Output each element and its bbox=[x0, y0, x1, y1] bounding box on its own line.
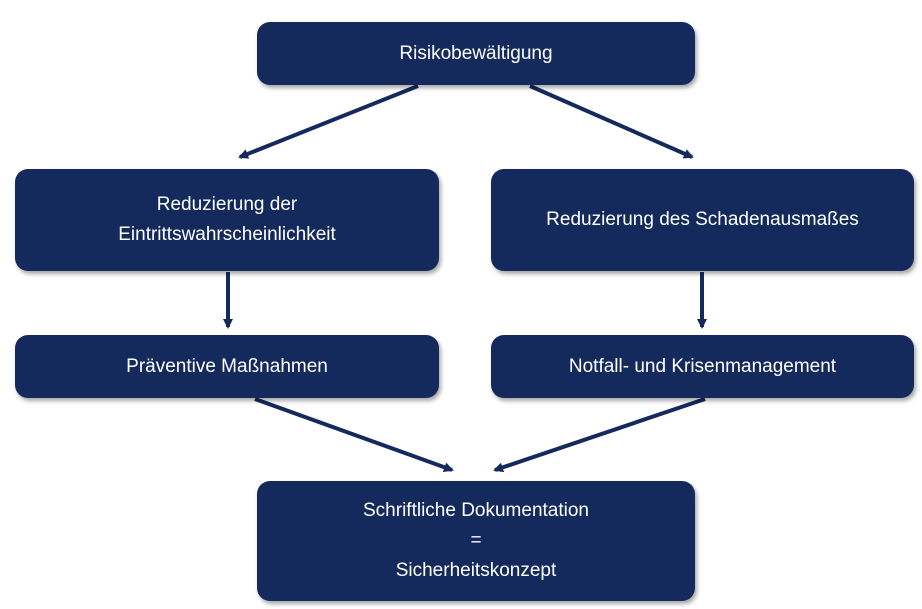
arrow-top-to-right1 bbox=[529, 84, 694, 159]
arrow-left2-to-bottom bbox=[254, 397, 454, 472]
node-label-line3: Sicherheitskonzept bbox=[395, 560, 557, 581]
node-label-line1: Reduzierung der bbox=[156, 194, 298, 215]
node-reduzierung-eintrittswahrscheinlichkeit: Reduzierung der Eintrittswahrscheinlichk… bbox=[15, 169, 439, 271]
node-sicherheitskonzept: Schriftliche Dokumentation = Sicherheits… bbox=[257, 481, 695, 601]
arrow-top-to-left1 bbox=[238, 84, 419, 159]
node-label: Präventive Maßnahmen bbox=[126, 355, 328, 377]
node-praeventive-massnahmen: Präventive Maßnahmen bbox=[15, 335, 439, 398]
node-reduzierung-schadenausmass: Reduzierung des Schadenausmaßes bbox=[491, 169, 914, 271]
node-label: Risikobewältigung bbox=[399, 42, 553, 64]
arrow-right2-to-bottom bbox=[493, 397, 706, 473]
node-label: Notfall- und Krisenmanagement bbox=[568, 355, 837, 377]
node-label-line2: = bbox=[470, 530, 482, 551]
node-notfall-krisenmanagement: Notfall- und Krisenmanagement bbox=[491, 335, 914, 398]
node-label-line2: Eintrittswahrscheinlichkeit bbox=[118, 224, 336, 245]
node-risikobewaeltigung: Risikobewältigung bbox=[257, 22, 695, 85]
node-label: Reduzierung des Schadenausmaßes bbox=[546, 209, 859, 230]
node-label-line1: Schriftliche Dokumentation bbox=[363, 500, 589, 521]
